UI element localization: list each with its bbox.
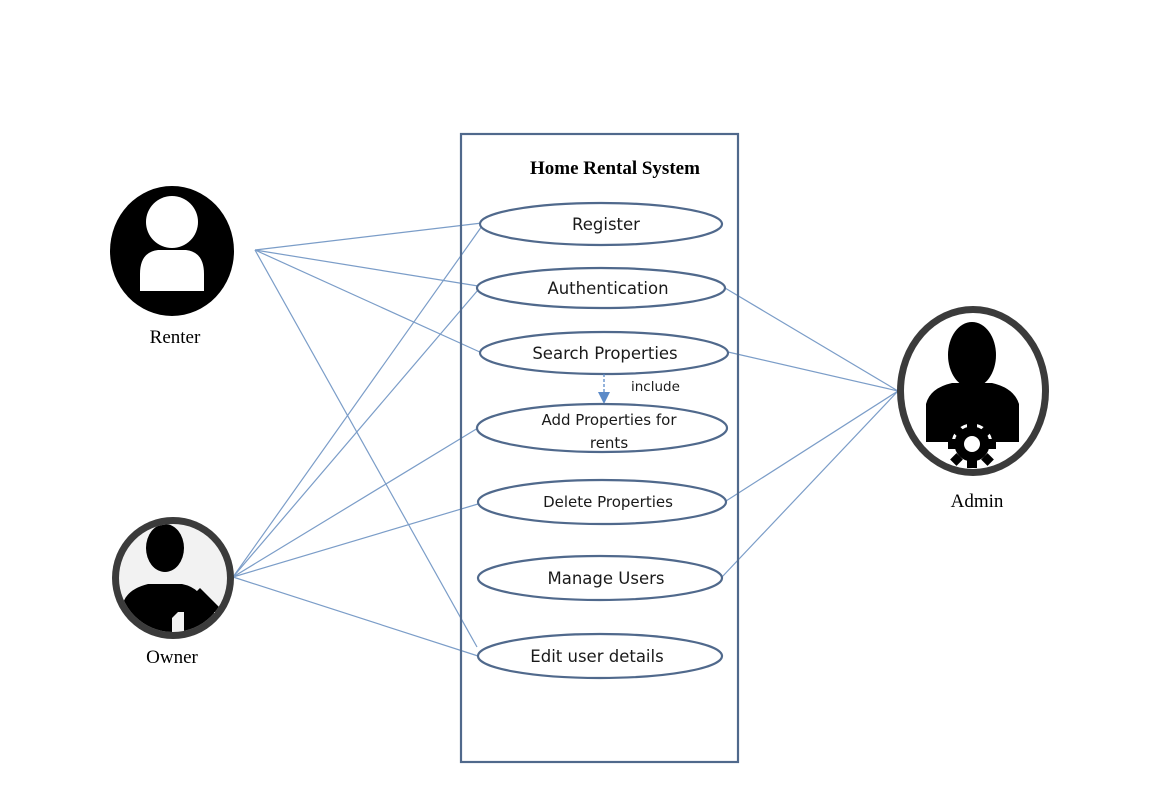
assoc-owner-edit-user-details [232,576,479,657]
use-case-ellipse [475,402,729,454]
actor-label: Owner [146,647,198,668]
use-case-ellipse [475,266,727,310]
use-case-ellipse [476,478,728,526]
assoc-owner-delete-properties [232,503,479,578]
use-case-label: Edit user details [530,647,663,666]
assoc-admin-authentication [724,287,899,392]
use-case-add-properties-for-rents[interactable]: Add Properties for rents [475,402,729,454]
use-case-label-line-2: rents [590,434,628,452]
admin-gear-icon [897,306,1049,476]
assoc-renter-authentication [254,249,479,287]
assoc-owner-register [232,225,483,578]
associations [232,222,899,657]
gear-icon [948,420,996,468]
actor-label: Renter [150,327,201,348]
use-case-search-properties[interactable]: Search Properties [478,330,730,376]
use-case-label: Manage Users [548,569,665,588]
use-case-label: Register [572,215,640,234]
assoc-renter-edit-user-details [254,249,478,648]
include-label: include [631,379,680,395]
system-title: Home Rental System [530,158,700,179]
use-case-manage-users[interactable]: Manage Users [476,554,724,602]
use-case-authentication[interactable]: Authentication [475,266,727,310]
include-arrow-head [598,392,610,404]
use-case-label: Authentication [547,279,668,298]
use-case-ellipse [476,632,724,680]
assoc-admin-search-properties [727,351,899,392]
use-case-register[interactable]: Register [478,201,724,247]
actor-owner[interactable]: Owner [112,517,234,668]
assoc-admin-delete-properties [725,390,899,502]
use-case-delete-properties[interactable]: Delete Properties [476,478,728,526]
assoc-owner-authentication [232,289,479,578]
actor-renter[interactable]: Renter [110,186,234,348]
owner-silhouette-icon [112,517,234,639]
use-case-ellipse [478,201,724,247]
assoc-owner-add-properties [232,427,479,578]
use-case-ellipse [476,554,724,602]
user-silhouette-icon [110,186,234,316]
use-case-edit-user-details[interactable]: Edit user details [476,632,724,680]
assoc-renter-register [254,222,483,251]
actor-label: Admin [951,491,1004,512]
assoc-admin-manage-users [721,390,899,578]
use-case-label: Search Properties [532,344,677,363]
include-relation: include [598,374,680,404]
actor-admin[interactable]: Admin [897,306,1049,512]
assoc-renter-search-properties [254,249,483,354]
system-boundary [459,132,740,764]
use-case-label-line-1: Add Properties for [541,411,677,429]
use-case-label: Delete Properties [543,493,673,511]
